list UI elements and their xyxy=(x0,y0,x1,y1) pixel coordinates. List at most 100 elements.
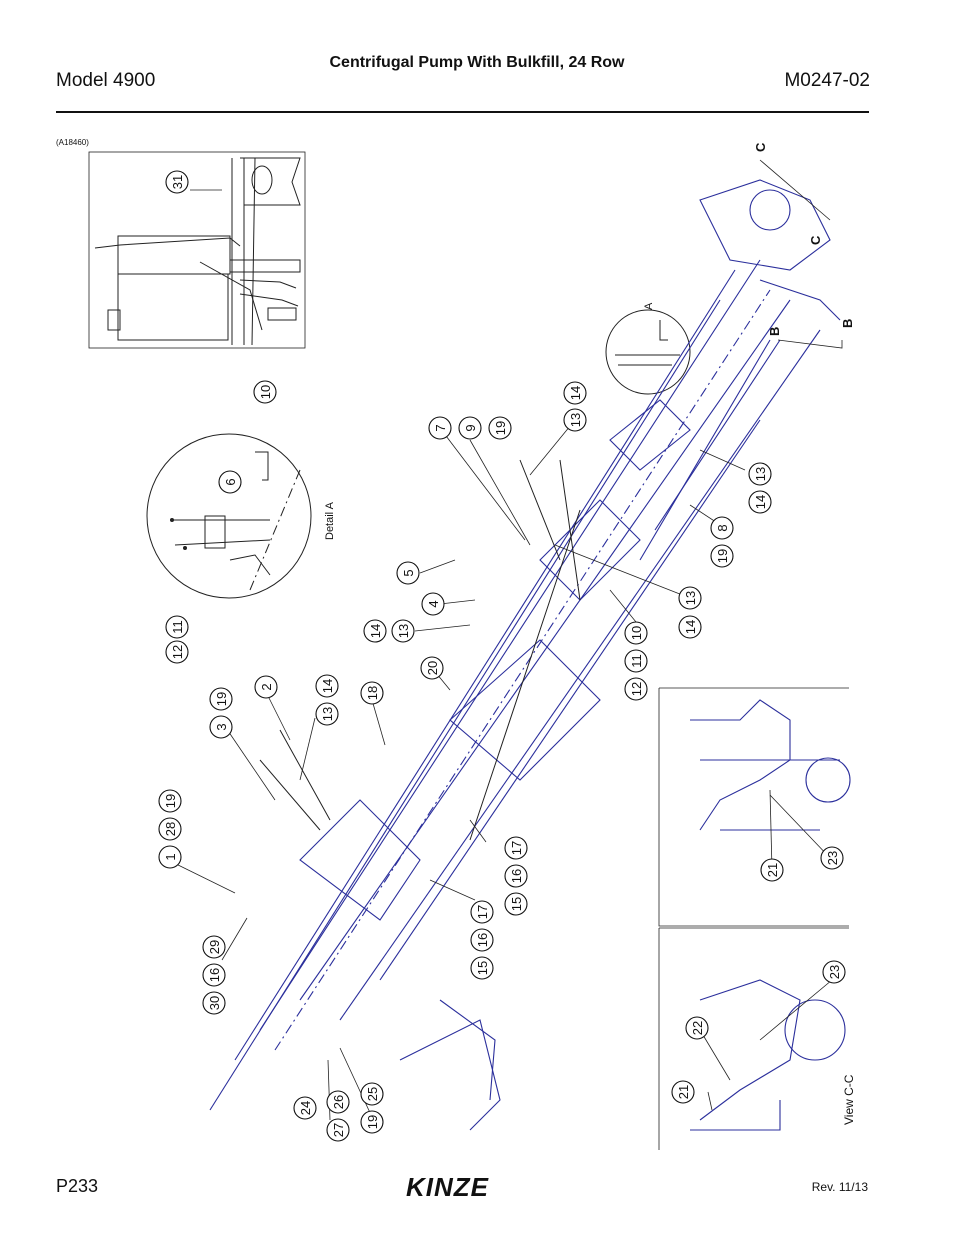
callout-13-right: 13 xyxy=(748,462,772,486)
callout-29-text: 29 xyxy=(207,940,222,954)
callout-23-upper: 23 xyxy=(820,846,844,870)
callout-16-b-text: 16 xyxy=(475,933,490,947)
callout-12-mid-text: 12 xyxy=(629,682,644,696)
callout-16-a: 16 xyxy=(504,864,528,888)
callout-22: 22 xyxy=(685,1016,709,1040)
callout-25-text: 25 xyxy=(365,1087,380,1101)
callout-11-detail: 11 xyxy=(165,615,189,639)
callout-16-a-text: 16 xyxy=(509,869,524,883)
callout-11-mid: 11 xyxy=(624,649,648,673)
inset-pump-view xyxy=(88,151,306,349)
callout-10-detail: 10 xyxy=(253,380,277,404)
figure-reference: (A18460) xyxy=(56,138,89,147)
callout-2: 2 xyxy=(254,675,278,699)
callout-4: 4 xyxy=(421,592,445,616)
callout-13-left-text: 13 xyxy=(320,707,335,721)
callout-1: 1 xyxy=(158,845,182,869)
callout-14-left: 14 xyxy=(315,674,339,698)
callout-16-c: 16 xyxy=(202,963,226,987)
callout-5-text: 5 xyxy=(401,569,416,576)
kinze-logo-text: KINZE xyxy=(406,1172,489,1200)
callout-19-right-text: 19 xyxy=(715,549,730,563)
view-c-c-panels xyxy=(658,687,851,1150)
callout-3: 3 xyxy=(209,715,233,739)
callout-13-mid-right: 13 xyxy=(678,586,702,610)
callout-11-detail-text: 11 xyxy=(170,620,185,634)
callout-21-lower: 21 xyxy=(671,1080,695,1104)
page-title: Centrifugal Pump With Bulkfill, 24 Row xyxy=(329,54,625,71)
callout-29: 29 xyxy=(202,935,226,959)
callout-5: 5 xyxy=(396,561,420,585)
part-number: M0247-02 xyxy=(784,70,870,91)
callout-21-lower-text: 21 xyxy=(676,1085,691,1099)
callout-8: 8 xyxy=(710,516,734,540)
callout-7: 7 xyxy=(428,416,452,440)
callout-23-upper-text: 23 xyxy=(825,851,840,865)
callout-14-upper-text: 14 xyxy=(568,386,583,400)
callout-14-right-text: 14 xyxy=(753,495,768,509)
callout-22-text: 22 xyxy=(690,1021,705,1035)
callout-23-lower: 23 xyxy=(822,960,846,984)
section-a-label: A xyxy=(643,302,655,310)
callout-19-left: 19 xyxy=(209,687,233,711)
callout-20: 20 xyxy=(420,656,444,680)
callout-18-text: 18 xyxy=(365,686,380,700)
callout-15-b: 15 xyxy=(470,956,494,980)
callout-17-a-text: 17 xyxy=(509,841,524,855)
section-c-label-1: C xyxy=(753,142,768,152)
callout-17-a: 17 xyxy=(504,836,528,860)
callout-31: 31 xyxy=(165,170,189,194)
view-cc-label: View C-C xyxy=(842,1074,856,1125)
section-b-label-2: B xyxy=(840,319,855,328)
detail-a-callout-circle xyxy=(605,309,691,395)
callout-9: 9 xyxy=(458,416,482,440)
callout-16-c-text: 16 xyxy=(207,968,222,982)
callout-23-lower-text: 23 xyxy=(827,965,842,979)
callout-17-b: 17 xyxy=(470,900,494,924)
callout-8-text: 8 xyxy=(715,524,730,531)
callout-27: 27 xyxy=(326,1118,350,1142)
callout-21-upper: 21 xyxy=(760,858,784,882)
callout-19-left-text: 19 xyxy=(214,692,229,706)
callout-7-text: 7 xyxy=(433,424,448,431)
callout-14-mid-right-text: 14 xyxy=(683,620,698,634)
callout-6: 6 xyxy=(218,470,242,494)
callout-13-right-text: 13 xyxy=(753,467,768,481)
callout-10-mid-text: 10 xyxy=(629,626,644,640)
callout-13-mid-right-text: 13 xyxy=(683,591,698,605)
callout-24: 24 xyxy=(293,1096,317,1120)
model-label: Model 4900 xyxy=(56,70,156,91)
callout-15-b-text: 15 xyxy=(475,961,490,975)
callout-14-mid-right: 14 xyxy=(678,615,702,639)
callout-20-text: 20 xyxy=(425,661,440,675)
callout-26: 26 xyxy=(326,1090,350,1114)
callout-14-right: 14 xyxy=(748,490,772,514)
callout-17-b-text: 17 xyxy=(475,905,490,919)
callout-19-bottom-text: 19 xyxy=(365,1115,380,1129)
callout-26-text: 26 xyxy=(331,1095,346,1109)
callout-10-detail-text: 10 xyxy=(258,385,273,399)
callout-14-mid-left: 14 xyxy=(363,619,387,643)
callout-19-upper: 19 xyxy=(488,416,512,440)
callout-19-lower-left: 19 xyxy=(158,789,182,813)
callout-14-upper: 14 xyxy=(563,381,587,405)
callout-19-right: 19 xyxy=(710,544,734,568)
detail-a-circle xyxy=(146,433,312,599)
revision-label: Rev. 11/13 xyxy=(811,1180,868,1194)
callout-25: 25 xyxy=(360,1082,384,1106)
callout-13-left: 13 xyxy=(315,702,339,726)
callout-14-left-text: 14 xyxy=(320,679,335,693)
callout-15-a: 15 xyxy=(504,892,528,916)
callout-12-detail: 12 xyxy=(165,640,189,664)
callout-21-upper-text: 21 xyxy=(765,863,780,877)
callout-14-mid-left-text: 14 xyxy=(368,624,383,638)
callout-18: 18 xyxy=(360,681,384,705)
callout-2-text: 2 xyxy=(259,683,274,690)
header-rule xyxy=(56,111,869,113)
callout-30-text: 30 xyxy=(207,996,222,1010)
callout-24-text: 24 xyxy=(298,1101,313,1115)
callout-1-text: 1 xyxy=(163,853,178,860)
callout-13-upper: 13 xyxy=(563,408,587,432)
callout-4-text: 4 xyxy=(426,600,441,607)
